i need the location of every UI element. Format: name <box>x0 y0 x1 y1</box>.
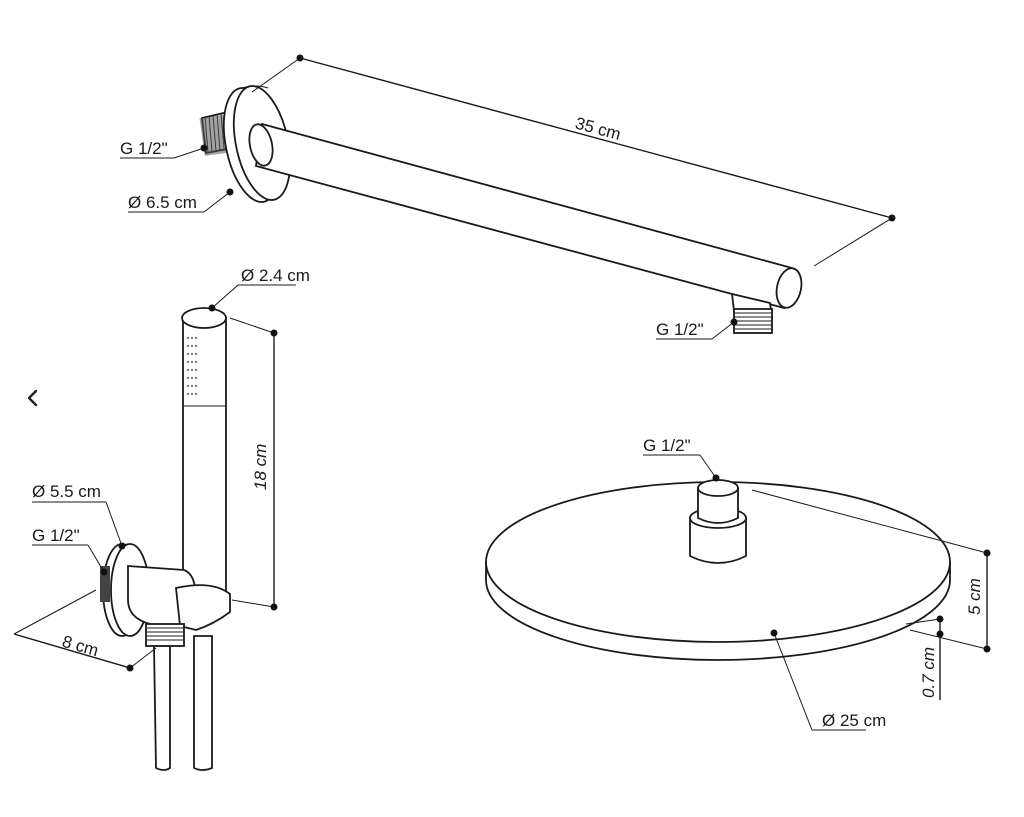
handle-diameter-label: Ø 2.4 cm <box>241 266 310 285</box>
shower-head: G 1/2" 5 cm 0.7 cm Ø 25 cm <box>485 436 991 731</box>
head-diameter-label: Ø 25 cm <box>822 711 886 730</box>
arm-inlet-thread-callout: G 1/2" <box>120 139 208 159</box>
head-inlet-thread-label: G 1/2" <box>643 436 691 455</box>
arm-outlet-thread-label: G 1/2" <box>656 320 704 339</box>
shower-head-connector <box>689 479 747 564</box>
arm-flange-diameter-label: Ø 6.5 cm <box>128 193 197 212</box>
shower-arm: 35 cm G 1/2" Ø 6.5 cm G 1/2" <box>120 54 896 340</box>
head-height-dimension: 5 cm <box>751 489 991 653</box>
handle-length-label: 18 cm <box>251 444 270 490</box>
chevron-left-icon[interactable] <box>22 386 44 410</box>
head-inlet-thread-callout: G 1/2" <box>643 436 720 482</box>
arm-length-label: 35 cm <box>573 114 623 144</box>
holder-diameter-callout: Ø 5.5 cm <box>32 482 126 550</box>
handle-length-dimension: 18 cm <box>229 317 278 611</box>
holder-thread-callout: G 1/2" <box>32 526 108 576</box>
arm-inlet-thread-label: G 1/2" <box>120 139 168 158</box>
handle-diameter-callout: Ø 2.4 cm <box>208 266 310 312</box>
arm-outlet-thread-callout: G 1/2" <box>656 318 738 340</box>
holder-diameter-label: Ø 5.5 cm <box>32 482 101 501</box>
hand-shower-holder <box>100 543 231 647</box>
hand-shower-spray-holes <box>187 337 197 395</box>
arm-flange-diameter-callout: Ø 6.5 cm <box>128 188 234 213</box>
head-diameter-callout: Ø 25 cm <box>770 629 886 731</box>
chevron-left-glyph <box>27 389 38 407</box>
arm-tube <box>248 122 803 310</box>
holder-thread-label: G 1/2" <box>32 526 80 545</box>
head-thickness-dimension: 0.7 cm <box>905 615 944 700</box>
hand-shower: Ø 2.4 cm 18 cm Ø 5.5 cm G 1/2" <box>13 266 310 771</box>
holder-depth-dimension: 8 cm <box>13 589 157 672</box>
head-thickness-label: 0.7 cm <box>919 647 938 698</box>
holder-depth-label: 8 cm <box>60 632 101 660</box>
hand-shower-hose <box>153 635 213 771</box>
head-height-label: 5 cm <box>965 578 984 615</box>
hand-shower-handle <box>181 307 227 615</box>
